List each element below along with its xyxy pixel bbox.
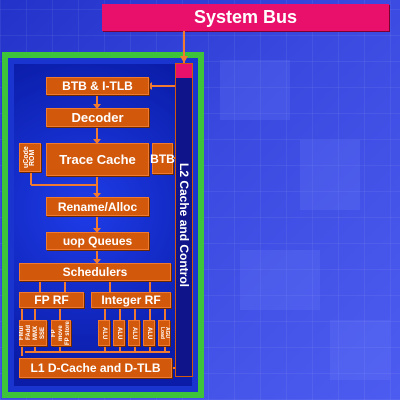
- l1-dcache-dtlb-block: L1 D-Cache and D-TLB: [19, 358, 172, 378]
- schedulers-block: Schedulers: [19, 263, 171, 281]
- fp-execution-unit: FMul FAdd MMX SSE: [19, 320, 47, 346]
- fp-move-label: FP move FP store: [50, 321, 71, 345]
- background-tile: [240, 250, 320, 310]
- agu-load-label: AGU Load: [159, 327, 170, 339]
- background-tile: [330, 320, 390, 380]
- alu-unit: ALU: [113, 320, 125, 346]
- fp-unit-label: FMul FAdd MMX SSE: [19, 325, 46, 341]
- l2-cache-label: L2 Cache and Control: [177, 162, 191, 287]
- uop-queues-block: uop Queues: [46, 232, 149, 250]
- alu-label: ALU: [101, 326, 107, 340]
- fp-move-unit: FP move FP store: [51, 320, 71, 346]
- background-tile: [220, 60, 290, 120]
- system-bus: System Bus: [102, 4, 389, 31]
- alu-label: ALU: [131, 326, 137, 340]
- ucode-rom-block: uCode ROM: [19, 143, 41, 172]
- trace-cache-block: Trace Cache: [46, 143, 149, 176]
- alu-unit: ALU: [143, 320, 155, 346]
- fp-rf-block: FP RF: [19, 292, 84, 308]
- alu-label: ALU: [116, 326, 122, 340]
- alu-label: ALU: [146, 326, 152, 340]
- btb-block: BTB: [150, 143, 175, 174]
- agu-load-unit: AGU Load: [158, 320, 170, 346]
- alu-unit: ALU: [128, 320, 140, 346]
- decoder-block: Decoder: [46, 108, 149, 127]
- btb-itlb-block: BTB & I-TLB: [46, 77, 149, 95]
- rename-alloc-block: Rename/Alloc: [46, 197, 149, 216]
- alu-unit: ALU: [98, 320, 110, 346]
- ucode-rom-label: uCode ROM: [23, 146, 36, 169]
- integer-rf-block: Integer RF: [91, 292, 171, 308]
- l2-cache-and-control: [175, 63, 193, 377]
- l2-bus-interface: [176, 64, 192, 78]
- background-tile: [300, 140, 360, 210]
